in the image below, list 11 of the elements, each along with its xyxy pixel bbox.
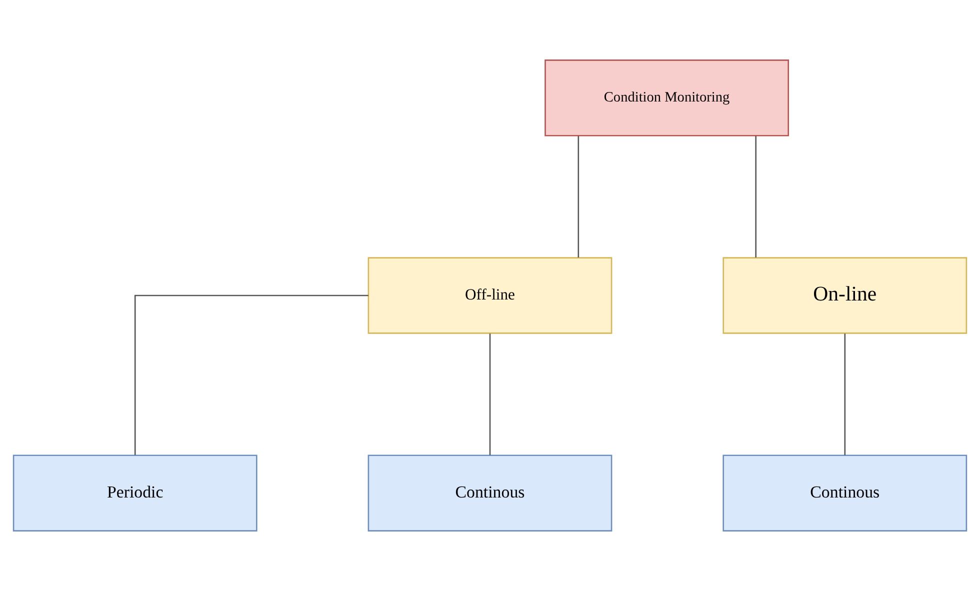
connector — [578, 136, 580, 258]
node-box: Continous — [722, 454, 968, 531]
connector — [134, 294, 368, 454]
connector — [489, 333, 491, 455]
node-box: Periodic — [12, 454, 258, 531]
node-box: Continous — [368, 454, 612, 531]
node-box: On-line — [722, 256, 968, 334]
node-box: Off-line — [368, 256, 612, 334]
connector — [755, 136, 756, 258]
connector — [844, 333, 846, 455]
node-box: Condition Monitoring — [544, 59, 789, 136]
